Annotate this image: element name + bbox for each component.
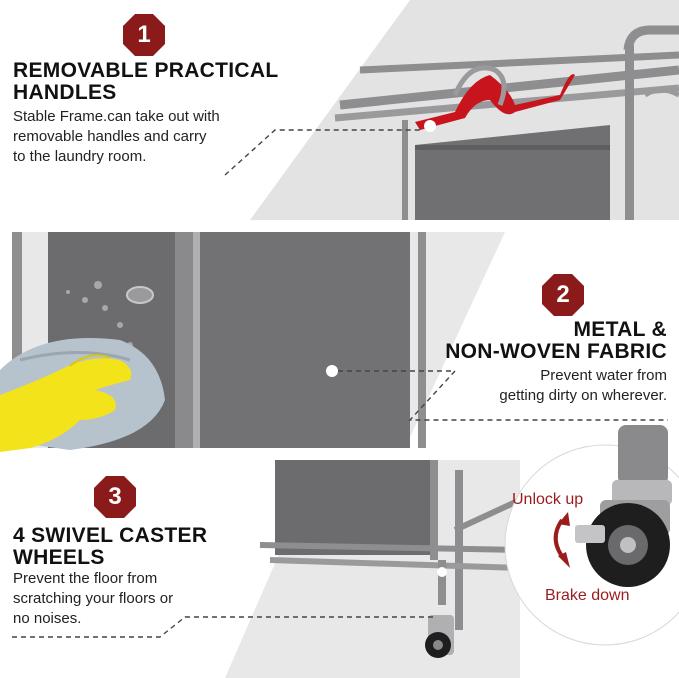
section-3-title-line2: WHEELS bbox=[13, 546, 105, 569]
section-2-title-line1: METAL & bbox=[573, 318, 667, 341]
section-1-desc: Stable Frame.can take out with removable… bbox=[13, 107, 220, 167]
section-3-desc-line2: scratching your floors or bbox=[13, 590, 174, 607]
section-2-desc: Prevent water from getting dirty on wher… bbox=[499, 366, 667, 406]
fabric-photo bbox=[0, 232, 505, 452]
section-1-title-line1: REMOVABLE PRACTICAL bbox=[13, 59, 279, 82]
section-1-title: REMOVABLE PRACTICAL HANDLES bbox=[13, 60, 278, 104]
section-2-number: 2 bbox=[556, 281, 570, 308]
section-3-title-line1: 4 SWIVEL CASTER bbox=[13, 524, 208, 547]
section-1-number: 1 bbox=[137, 21, 151, 48]
section-3-desc: Prevent the floor from scratching your f… bbox=[13, 569, 173, 629]
section-3-title: 4 SWIVEL CASTER WHEELS bbox=[13, 525, 207, 569]
brake-down-label: Brake down bbox=[545, 587, 630, 604]
section-2-title: METAL & NON-WOVEN FABRIC bbox=[445, 319, 667, 363]
section-1-desc-line1: Stable Frame.can take out with bbox=[13, 108, 220, 125]
section-2-desc-line1: Prevent water from bbox=[540, 367, 667, 384]
section-3-desc-line3: no noises. bbox=[13, 610, 82, 627]
section-3-desc-line1: Prevent the floor from bbox=[13, 570, 158, 587]
section-3-badge: 3 bbox=[93, 475, 137, 519]
unlock-up-label: Unlock up bbox=[512, 491, 584, 508]
section-1-title-line2: HANDLES bbox=[13, 81, 117, 104]
section-1-badge: 1 bbox=[122, 13, 166, 57]
section-1-desc-line3: to the laundry room. bbox=[13, 148, 147, 165]
section-2-desc-line2: getting dirty on wherever. bbox=[499, 387, 667, 404]
handles-photo bbox=[250, 0, 679, 220]
section-2-title-line2: NON-WOVEN FABRIC bbox=[445, 340, 667, 363]
section-2-badge: 2 bbox=[541, 273, 585, 317]
caster-photo bbox=[225, 460, 522, 678]
wheel-inset bbox=[504, 425, 679, 646]
section-3-number: 3 bbox=[108, 483, 122, 510]
section-1-desc-line2: removable handles and carry bbox=[13, 128, 207, 145]
